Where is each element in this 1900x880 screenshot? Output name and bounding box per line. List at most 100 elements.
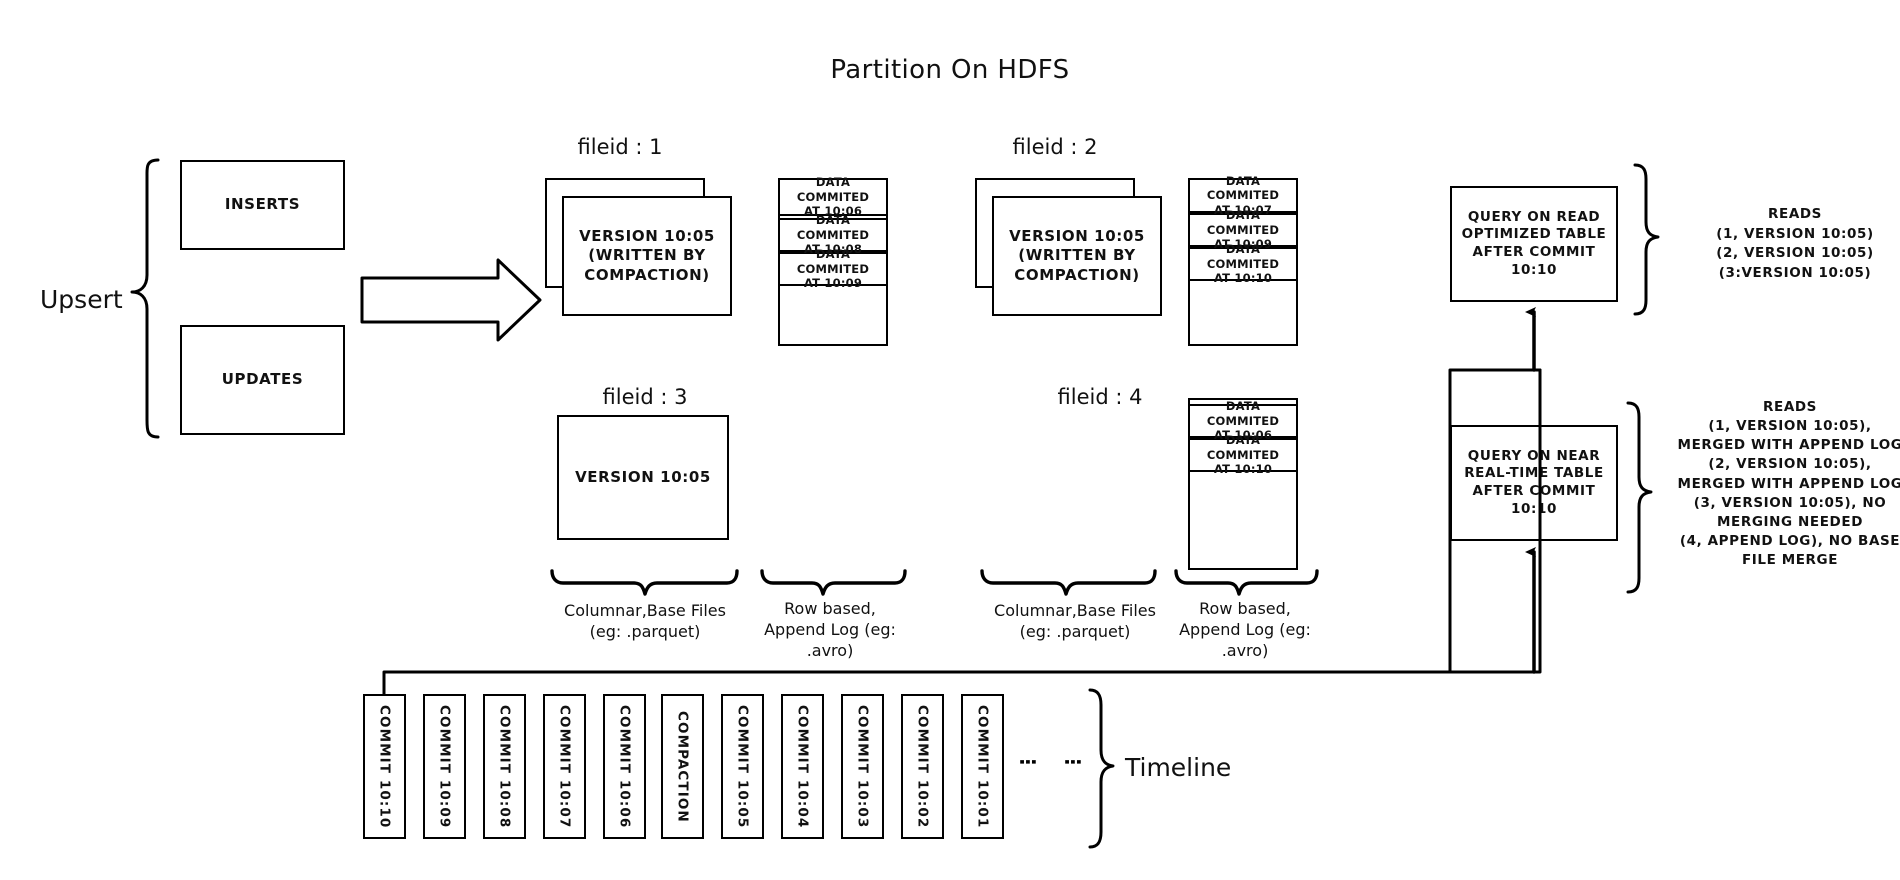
- fileid-2-base-file-line-1: VERSION 10:05: [1009, 226, 1145, 245]
- brace-rowlog-1: [760, 569, 907, 596]
- reads-line-9: FILE MERGE: [1741, 552, 1839, 569]
- query-line-1: QUERY ON NEAR: [1467, 447, 1601, 464]
- timeline-item-label: COMMIT 10:06: [616, 704, 633, 829]
- fileid-1-base-file-line-1: VERSION 10:05: [579, 226, 715, 245]
- query-near-real-time-box[interactable]: QUERY ON NEAR REAL-TIME TABLE AFTER COMM…: [1450, 425, 1618, 541]
- brace-label-line-1: Columnar,Base Files: [994, 601, 1156, 620]
- brace-label-line-1: Row based,: [784, 599, 876, 618]
- log-entry-line-2: AT 10:09: [1213, 237, 1273, 251]
- reads-line-3: MERGED WITH APPEND LOG: [1677, 437, 1900, 454]
- upsert-label: Upsert: [40, 285, 123, 314]
- commit-arrow-label: Commit 10:10: [367, 285, 503, 307]
- brace-label-columnar-2: Columnar,Base Files (eg: .parquet): [975, 600, 1175, 642]
- timeline-item-label: COMMIT 10:02: [914, 704, 931, 829]
- log-entry-line-1: DATA COMMITED: [796, 175, 870, 204]
- reads-line-4: (2, VERSION 10:05),: [1708, 456, 1872, 473]
- reads-line-7: MERGING NEEDED: [1716, 513, 1863, 530]
- log-entry-line-2: AT 10:09: [803, 276, 863, 290]
- brace-label-columnar-1: Columnar,Base Files (eg: .parquet): [545, 600, 745, 642]
- log-entry-line-1: DATA COMMITED: [1206, 433, 1280, 462]
- reads-line-4: (3:VERSION 10:05): [1718, 264, 1872, 281]
- timeline-label: Timeline: [1125, 753, 1232, 782]
- timeline-item-label: COMMIT 10:08: [496, 704, 513, 829]
- timeline-item-2[interactable]: COMMIT 10:08: [483, 694, 526, 839]
- brace-label-line-2: Append Log (eg:: [1179, 620, 1311, 640]
- fileid-4-log-entry-2: DATA COMMITED AT 10:10: [1187, 433, 1299, 476]
- inserts-box: INSERTS: [180, 160, 345, 250]
- log-entry-line-2: AT 10:10: [1213, 462, 1273, 477]
- query-line-3: AFTER COMMIT: [1472, 483, 1596, 499]
- reads-line-2: (1, VERSION 10:05): [1716, 225, 1874, 242]
- brace-label-rowlog-1: Row based, Append Log (eg: .avro): [740, 598, 920, 661]
- fileid-2-base-file: VERSION 10:05 (WRITTEN BY COMPACTION): [992, 196, 1162, 316]
- brace-columnar-2: [980, 569, 1157, 596]
- reads-line-2: (1, VERSION 10:05),: [1708, 418, 1872, 435]
- log-entry-line-1: DATA COMMITED: [1206, 399, 1280, 428]
- reads-line-8: (4, APPEND LOG), NO BASE: [1679, 533, 1900, 550]
- timeline-item-label: COMMIT 10:03: [854, 704, 871, 829]
- timeline-brace: [1088, 688, 1115, 849]
- fileid-1-base-file-line-3: COMPACTION): [584, 265, 710, 284]
- timeline-ellipsis-1: ⋮: [1016, 752, 1040, 774]
- brace-label-line-1: Columnar,Base Files: [564, 601, 726, 620]
- fileid-2-header: fileid : 2: [1012, 135, 1098, 159]
- fileid-4-header: fileid : 4: [1057, 385, 1143, 409]
- timeline-item-6[interactable]: COMMIT 10:05: [721, 694, 764, 839]
- timeline-item-4[interactable]: COMMIT 10:06: [603, 694, 646, 839]
- timeline-item-label: COMMIT 10:05: [734, 704, 751, 829]
- log-entry-line-1: DATA COMMITED: [796, 247, 870, 276]
- timeline-item-8[interactable]: COMMIT 10:03: [841, 694, 884, 839]
- fileid-2-log-entry-2: DATA COMMITED AT 10:09: [1187, 208, 1299, 251]
- reads-near-real-time: READS (1, VERSION 10:05), MERGED WITH AP…: [1645, 398, 1900, 570]
- fileid-3-base-file-label: VERSION 10:05: [575, 467, 711, 486]
- timeline-item-7[interactable]: COMMIT 10:04: [781, 694, 824, 839]
- timeline-item-1[interactable]: COMMIT 10:09: [423, 694, 466, 839]
- log-entry-line-2: AT 10:07: [1213, 202, 1273, 217]
- fileid-1-log-entry-3: DATA COMMITED AT 10:09: [777, 247, 889, 290]
- brace-label-line-3: .avro): [806, 641, 854, 661]
- brace-label-line-2: Append Log (eg:: [764, 620, 896, 640]
- brace-label-line-2: (eg: .parquet): [589, 622, 701, 642]
- inserts-label: INSERTS: [224, 195, 301, 214]
- log-entry-line-1: DATA COMMITED: [1206, 173, 1280, 203]
- reads-line-1: READS: [1763, 399, 1817, 415]
- query-read-optimized-box[interactable]: QUERY ON READ OPTIMIZED TABLE AFTER COMM…: [1450, 186, 1618, 302]
- timeline-item-label: COMMIT 10:04: [794, 704, 811, 829]
- reads-line-5: MERGED WITH APPEND LOG: [1677, 475, 1900, 492]
- timeline-item-5[interactable]: COMPACTION: [661, 694, 704, 839]
- log-entry-line-1: DATA COMMITED: [796, 213, 870, 242]
- fileid-1-base-file: VERSION 10:05 (WRITTEN BY COMPACTION): [562, 196, 732, 316]
- fileid-2-log-entry-3: DATA COMMITED AT 10:10: [1187, 242, 1299, 285]
- timeline-item-0[interactable]: COMMIT 10:10: [363, 694, 406, 839]
- brace-columnar-1: [550, 569, 739, 596]
- updates-box: UPDATES: [180, 325, 345, 435]
- fileid-2-log-file: DATA COMMITED AT 10:07 DATA COMMITED AT …: [1187, 174, 1299, 346]
- query-line-2: OPTIMIZED TABLE: [1461, 226, 1607, 243]
- brace-rowlog-2: [1174, 569, 1319, 596]
- fileid-4-log-file: DATA COMMITED AT 10:06 DATA COMMITED AT …: [1187, 398, 1299, 570]
- timeline-ellipsis-2: ⋮: [1061, 752, 1085, 774]
- fileid-2-base-file-line-2: (WRITTEN BY: [1018, 246, 1136, 265]
- timeline-item-label: COMMIT 10:07: [556, 704, 573, 829]
- brace-label-line-3: .avro): [1221, 641, 1269, 661]
- fileid-2-log-entry-1: DATA COMMITED AT 10:07: [1187, 174, 1299, 217]
- timeline-item-label: COMMIT 10:01: [974, 704, 991, 829]
- timeline-item-9[interactable]: COMMIT 10:02: [901, 694, 944, 839]
- query-line-3: AFTER COMMIT: [1472, 244, 1596, 260]
- timeline-item-3[interactable]: COMMIT 10:07: [543, 694, 586, 839]
- updates-label: UPDATES: [221, 370, 304, 389]
- query-line-2: REAL-TIME TABLE: [1464, 465, 1604, 482]
- brace-label-rowlog-2: Row based, Append Log (eg: .avro): [1155, 598, 1335, 661]
- page-title: Partition On HDFS: [830, 55, 1070, 85]
- fileid-1-header: fileid : 1: [577, 135, 663, 159]
- log-entry-line-2: AT 10:06: [803, 204, 863, 218]
- timeline-item-10[interactable]: COMMIT 10:01: [961, 694, 1004, 839]
- reads-line-6: (3, VERSION 10:05), NO: [1693, 494, 1887, 511]
- fileid-1-log-entry-2: DATA COMMITED AT 10:08: [777, 213, 889, 256]
- log-entry-line-1: DATA COMMITED: [1206, 242, 1280, 271]
- fileid-1-base-file-line-2: (WRITTEN BY: [588, 246, 706, 265]
- query-line-1: QUERY ON READ: [1467, 208, 1601, 225]
- reads-line-1: READS: [1768, 206, 1822, 222]
- timeline-item-label: COMPACTION: [674, 710, 691, 823]
